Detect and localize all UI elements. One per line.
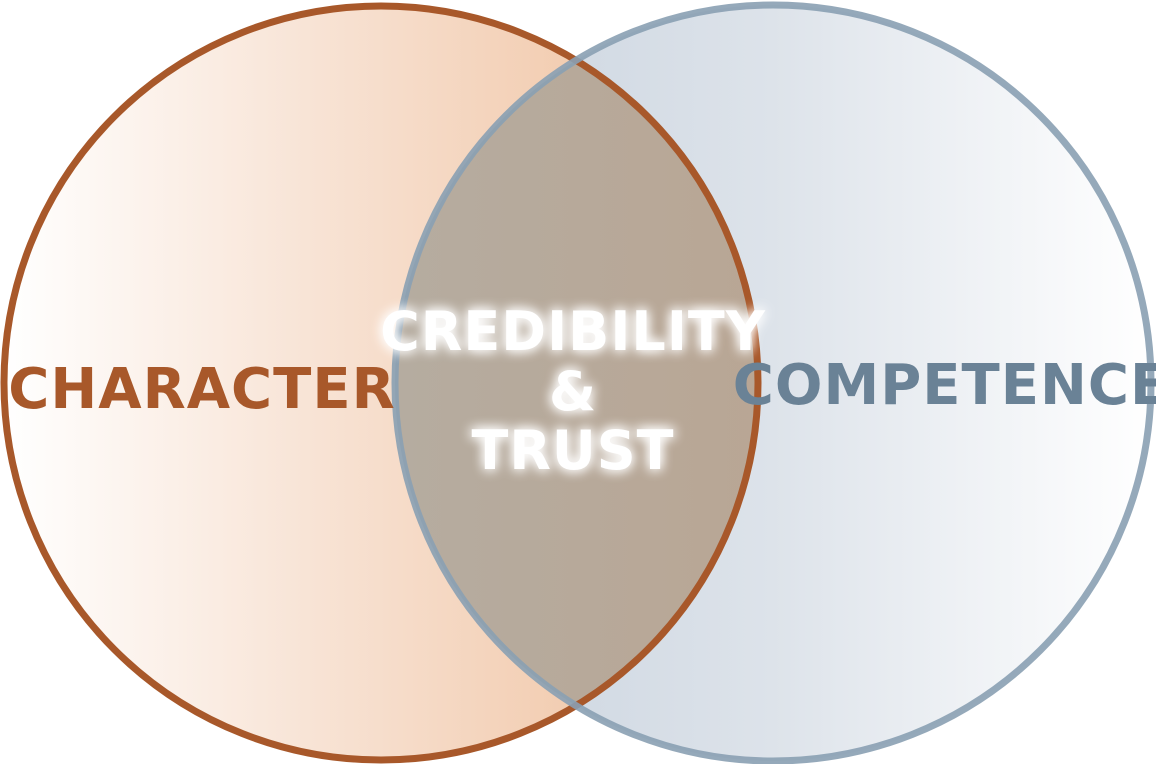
intersection-area (395, 6, 758, 760)
intersection-label-line2: & (549, 360, 597, 423)
competence-label: COMPETENCE (733, 353, 1156, 418)
competence-circle-outline (391, 1, 1155, 764)
character-label: CHARACTER (8, 357, 395, 422)
intersection-label-line1: CREDIBILITY (380, 300, 766, 363)
intersection-label-line3: TRUST (472, 419, 675, 482)
character-circle-outline (0, 2, 762, 764)
